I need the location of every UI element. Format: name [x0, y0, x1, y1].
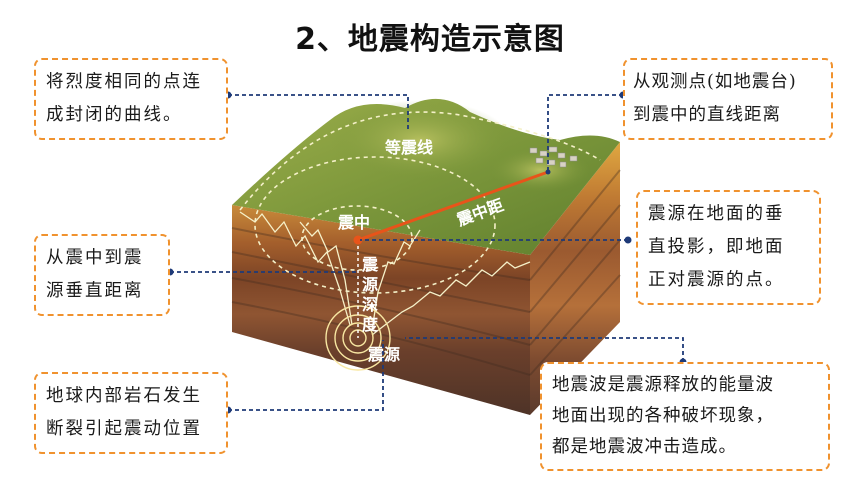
callout-line: 地面出现的各种破坏现象， [552, 406, 774, 426]
callout-line: 直投影，即地面 [648, 237, 785, 257]
observation-point-dot [545, 169, 551, 175]
leader-lines [170, 94, 684, 411]
callout-line: 地震波是震源释放的能量波 [552, 375, 774, 395]
village [529, 146, 578, 168]
callout-line: 从震中到震 [46, 248, 144, 268]
epicenter-dot [353, 235, 363, 245]
callout-line: 地球内部岩石发生 [46, 386, 202, 406]
focal-depth-label-4: 度 [362, 315, 379, 334]
hill [330, 100, 510, 180]
focal-depth-label-3: 深 [362, 295, 378, 314]
epicentral-distance-line [357, 170, 549, 242]
isoseismal-label: 等震线 [384, 138, 433, 157]
callout-line: 震源在地面的垂 [648, 204, 785, 224]
callout-line: 都是地震波冲击造成。 [552, 437, 737, 457]
block-right-face [530, 142, 620, 415]
block-front-face [232, 205, 530, 415]
callout-line: 正对震源的点。 [648, 270, 785, 290]
epicentral-distance-callout: 从观测点(如地震台) 到震中的直线距离 [623, 58, 833, 140]
focus-callout: 地球内部岩石发生 断裂引起震动位置 [34, 372, 228, 454]
isoseismal-callout: 将烈度相同的点连 成封闭的曲线。 [34, 58, 228, 140]
seismic-wave-callout: 地震波是震源释放的能量波 地面出现的各种破坏现象， 都是地震波冲击造成。 [540, 362, 830, 471]
callout-line: 从观测点(如地震台) [633, 72, 797, 92]
callout-line: 成封闭的曲线。 [46, 105, 183, 125]
callout-line: 将烈度相同的点连 [46, 72, 202, 92]
hill [490, 148, 590, 192]
callout-line: 源垂直距离 [46, 281, 144, 301]
focal-depth-callout: 从震中到震 源垂直距离 [34, 234, 170, 316]
isoseismal-lines [239, 111, 601, 294]
epicenter-callout: 震源在地面的垂 直投影，即地面 正对震源的点。 [636, 190, 821, 305]
page-title: 2、地震构造示意图 [295, 22, 565, 57]
focal-depth-label-1: 震 [361, 255, 379, 274]
focal-depth-label-2: 源 [362, 275, 378, 294]
epicenter-label: 震中 [337, 213, 370, 232]
callout-line: 到震中的直线距离 [633, 105, 781, 125]
seismic-wave-lines [239, 211, 531, 336]
callout-line: 断裂引起震动位置 [46, 419, 202, 439]
